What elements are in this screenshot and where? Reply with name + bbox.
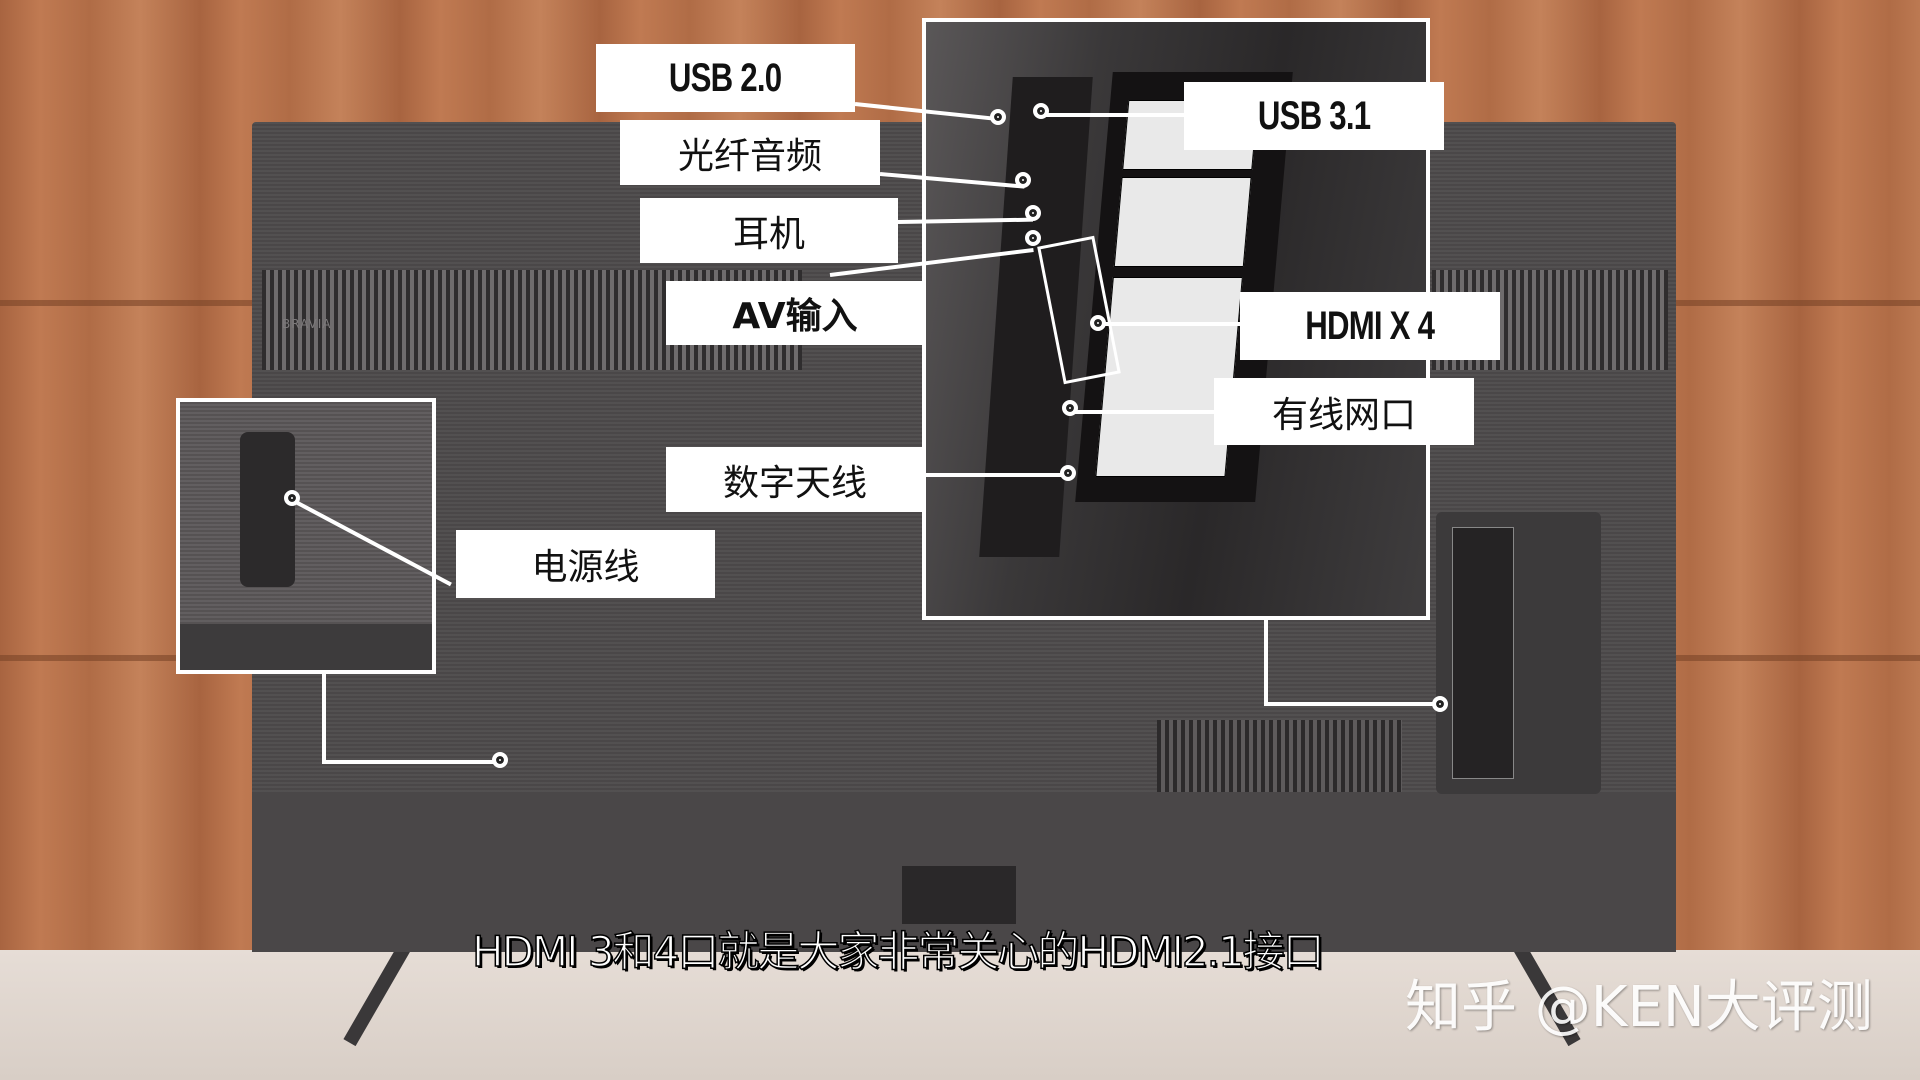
hdmi-leader [1098, 322, 1240, 326]
usb31-callout: USB 3.1 [1184, 82, 1444, 150]
side-io-label [1452, 527, 1514, 779]
headphone-port-marker [1025, 205, 1041, 221]
usb20-port-marker [990, 109, 1006, 125]
hdmi-legend [1095, 277, 1243, 477]
watermark: 知乎 @KEN大评测 [1405, 975, 1873, 1040]
optical-port-marker [1015, 172, 1031, 188]
power-inset-leader-h [322, 760, 502, 764]
vent-grille-lower [1157, 720, 1402, 792]
antenna-callout: 数字天线 [666, 447, 924, 512]
usb20-callout: USB 2.0 [596, 44, 855, 112]
usb31-leader [1040, 113, 1185, 117]
av-in-callout: AV输入 [666, 281, 924, 345]
audio-legend [1113, 177, 1252, 267]
power-closeup-inset [176, 398, 436, 674]
rating-label [902, 866, 1016, 924]
antenna-port-marker [1060, 465, 1076, 481]
antenna-leader [924, 473, 1069, 477]
lan-callout: 有线网口 [1214, 378, 1474, 445]
power-socket-plate [240, 432, 295, 587]
lan-port-marker [1062, 400, 1078, 416]
power-port-marker [284, 490, 300, 506]
table-surface [0, 950, 1920, 1080]
io-inset-leader-v [1264, 620, 1268, 704]
usb31-port-marker [1033, 103, 1049, 119]
power-callout: 电源线 [456, 530, 715, 598]
inset-base [180, 624, 432, 670]
headphone-callout: 耳机 [640, 198, 898, 263]
brand-mark: BRAVIA [282, 317, 332, 331]
power-inset-leader-v [322, 674, 326, 764]
video-subtitle: HDMI 3和4口就是大家非常关心的HDMI2.1接口 [471, 926, 1325, 977]
io-body-marker [1432, 696, 1448, 712]
power-body-marker [492, 752, 508, 768]
av-port-marker [1025, 230, 1041, 246]
optical-callout: 光纤音频 [620, 120, 880, 185]
hdmi-callout: HDMI X 4 [1240, 292, 1500, 360]
lan-leader [1072, 410, 1214, 414]
hdmi-port-marker [1090, 315, 1106, 331]
io-inset-leader-h [1264, 702, 1440, 706]
